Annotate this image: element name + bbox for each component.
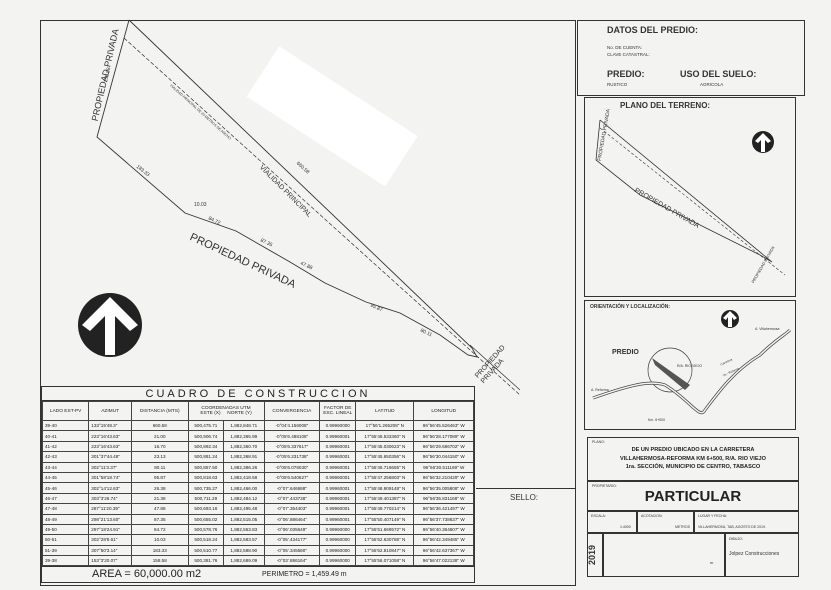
table-title: CUADRO DE CONSTRUCCION xyxy=(42,387,474,401)
blank-mark: m xyxy=(710,560,714,565)
localizacion-box xyxy=(584,300,796,430)
acotacion-label: ACOTACION: xyxy=(641,514,663,518)
sello-label: SELLO: xyxy=(510,493,539,502)
escala-label: ESCALA: xyxy=(591,514,606,518)
clave-label: CLAVE CATASTRAL: xyxy=(607,52,650,57)
area-value: AREA = 60,000.00 m2 xyxy=(92,568,202,581)
table-cell: 17°55'56.071058" N xyxy=(355,555,415,567)
datos-title: DATOS DEL PREDIO: xyxy=(607,25,699,35)
datos-box xyxy=(577,20,805,96)
escala-value: 1:4000 xyxy=(620,525,631,529)
uso-value: AGRICOLA xyxy=(700,82,724,87)
main-drawing-frame xyxy=(40,20,576,586)
plano-line: DE UN PREDIO UBICADO EN LA CARRETERA xyxy=(631,447,755,453)
perimetro-value: PERIMETRO = 1,459.49 m xyxy=(262,571,347,579)
coord-y: NORTE (Y) xyxy=(227,411,252,416)
blank-cell xyxy=(603,533,725,577)
plano-box xyxy=(584,97,796,297)
loc-reforma: A. Reforma xyxy=(591,388,609,392)
north-arrow-main xyxy=(78,293,142,357)
plano-cell xyxy=(587,437,799,481)
year-cell xyxy=(587,533,603,577)
dibujo-label: DIBUJO: xyxy=(729,537,743,541)
coord-x: ESTE (X) xyxy=(200,411,221,416)
plano-label: PLANO: xyxy=(592,440,605,444)
dibujo-cell xyxy=(725,533,799,577)
loc-km: Km. 6+500 xyxy=(648,418,666,422)
table-cell: 96°56'47.022138" W xyxy=(413,555,474,567)
predio-label: PREDIO: xyxy=(607,69,645,79)
propietario-label: PROPIETARIO: xyxy=(592,484,617,488)
propietario-cell xyxy=(587,481,799,511)
year-value: 2019 xyxy=(587,544,598,566)
lugar-cell xyxy=(694,511,799,533)
uso-label: USO DEL SUELO: xyxy=(680,69,757,79)
table-cell: 1,882,689.09 xyxy=(223,555,265,567)
coord-header: COORDENADAS UTM xyxy=(201,406,251,411)
localizacion-title: ORIENTACIÓN Y LOCALIZACIÓN: xyxy=(590,304,670,310)
cuenta-label: No. DE CUENTA: xyxy=(607,45,643,50)
table-cell: 39-38 xyxy=(41,555,90,567)
label-distance: 10.03 xyxy=(194,202,207,208)
plano-line: VILLAHERMOSA-REFORMA KM 6+500, R/A. RIO … xyxy=(619,455,767,462)
predio-value: RUSTICO xyxy=(607,82,628,87)
redaction-box xyxy=(246,46,418,187)
road-centerline xyxy=(123,37,521,396)
acotacion-value: METROS xyxy=(675,525,690,529)
table-cell: 158.58 xyxy=(130,555,189,567)
loc-predio: PREDIO xyxy=(612,349,639,356)
lugar-label: LUGAR Y FECHA: xyxy=(698,514,728,518)
sello-line xyxy=(476,488,576,489)
plano-title: PLANO DEL TERRENO: xyxy=(620,101,711,110)
plano-text: DE UN PREDIO UBICADO EN LA CARRETERA VIL… xyxy=(587,446,799,472)
plano-line: 1ra. SECCIÓN, MUNICIPIO DE CENTRO, TABAS… xyxy=(625,464,761,470)
road-edge xyxy=(469,344,521,391)
loc-rio: R/A. RIO VIEJO xyxy=(677,364,703,368)
table-footer: AREA = 60,000.00 m2 PERIMETRO = 1,459.49… xyxy=(42,566,474,582)
propietario-value: PARTICULAR xyxy=(644,488,742,505)
dibujo-value: Jolpez Construcciones xyxy=(729,551,780,557)
construction-table: CUADRO DE CONSTRUCCION LADO EST-PV AZIMU… xyxy=(41,386,475,584)
acotacion-cell xyxy=(637,511,694,533)
loc-villa: A. Villahermosa xyxy=(755,327,780,331)
boundary-line xyxy=(96,19,478,358)
lugar-value: VILLAHERMOSA, TAB, AGOSTO DE 2019. xyxy=(698,525,766,529)
escala-cell xyxy=(587,511,637,533)
